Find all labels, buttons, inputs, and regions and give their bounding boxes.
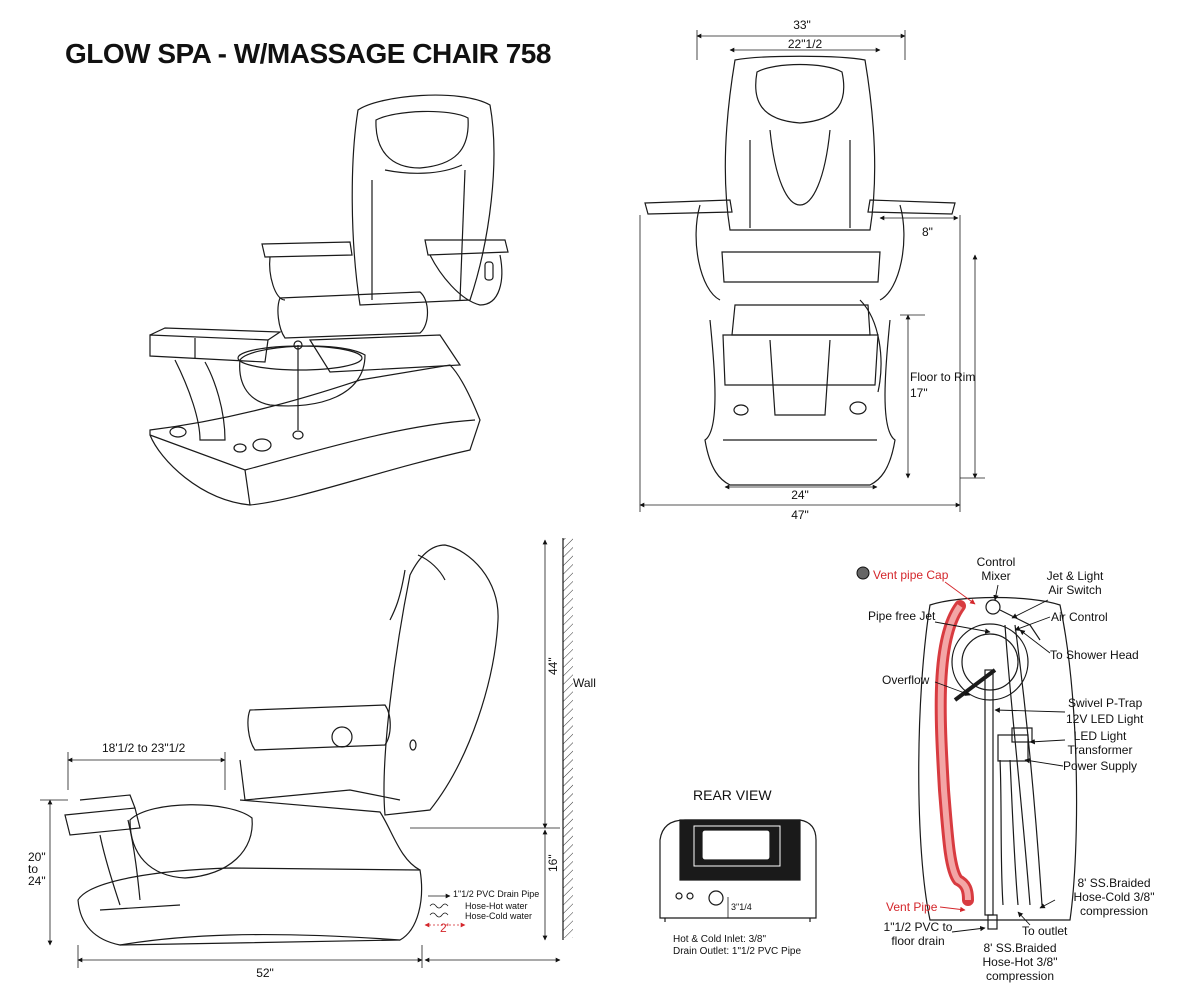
label-swivel-p-trap: Swivel P-Trap	[1068, 696, 1143, 710]
dim-armrest: 8"	[922, 225, 933, 239]
plumbing-callouts	[934, 581, 1066, 933]
dim-length: 52"	[256, 966, 274, 980]
label-to-shower-head: To Shower Head	[1050, 648, 1139, 662]
dim-height-total: 44"	[546, 657, 560, 675]
dim-foot-height-b: 24"	[28, 874, 46, 888]
pipe-label-cold: Hose-Cold water	[465, 911, 533, 921]
dim-footrest-range: 18'1/2 to 23"1/2	[102, 741, 186, 755]
plumbing-diagram	[918, 596, 1078, 930]
rear-note-drain: Drain Outlet: 1"1/2 PVC Pipe	[673, 946, 802, 957]
rear-note-inlet: Hot & Cold Inlet: 3/8"	[673, 934, 767, 945]
dim-width-total: 33"	[793, 18, 811, 32]
dim-offset: 2'	[440, 921, 449, 935]
pipe-label-drain: 1"1/2 PVC Drain Pipe	[453, 889, 540, 899]
floor-to-rim-value: 17"	[910, 386, 928, 400]
dim-overall-width: 47"	[791, 508, 809, 522]
dim-foot-height-a: 20"	[28, 850, 46, 864]
wall-label: Wall	[573, 676, 596, 690]
side-view-dimensions	[40, 539, 561, 968]
rear-view-dimension: 3"1/4	[731, 902, 752, 912]
label-overflow: Overflow	[882, 673, 930, 687]
dim-base-width: 24"	[791, 488, 809, 502]
side-view	[64, 538, 573, 946]
label-pipe-free-jet: Pipe free Jet	[868, 609, 936, 623]
label-to-outlet: To outlet	[1022, 924, 1068, 938]
label-vent-pipe-cap: Vent pipe Cap	[873, 568, 949, 582]
label-hose-hot: 8' SS.Braided Hose-Hot 3/8" compression	[982, 941, 1058, 983]
front-view-dimensions	[639, 30, 985, 512]
label-jet-light-switch: Jet & Light Air Switch	[1046, 569, 1104, 597]
perspective-view	[149, 94, 509, 506]
label-power-supply: Power Supply	[1063, 759, 1138, 773]
vent-cap-icon	[856, 566, 870, 580]
label-hose-cold: 8' SS.Braided Hose-Cold 3/8" compression	[1073, 876, 1155, 918]
pipe-label-hot: Hose-Hot water	[465, 901, 528, 911]
page-title: GLOW SPA - W/MASSAGE CHAIR 758	[65, 38, 551, 69]
label-pvc-floor-drain: 1"1/2 PVC to floor drain	[883, 920, 953, 948]
floor-to-rim-label: Floor to Rim	[910, 370, 976, 384]
label-air-control: Air Control	[1051, 610, 1108, 624]
label-control-mixer: Control Mixer	[976, 555, 1016, 583]
front-view	[644, 55, 956, 486]
label-vent-pipe: Vent Pipe	[886, 900, 938, 914]
dim-foot-height-to: to	[28, 862, 39, 876]
dim-width-inner: 22"1/2	[787, 37, 823, 51]
label-led-transformer: LED Light Transformer	[1067, 729, 1133, 757]
rear-view	[659, 819, 817, 922]
label-led-light-12v: 12V LED Light	[1066, 712, 1144, 726]
rear-view-heading: REAR VIEW	[693, 787, 772, 803]
dim-basin-height: 16"	[546, 854, 560, 872]
